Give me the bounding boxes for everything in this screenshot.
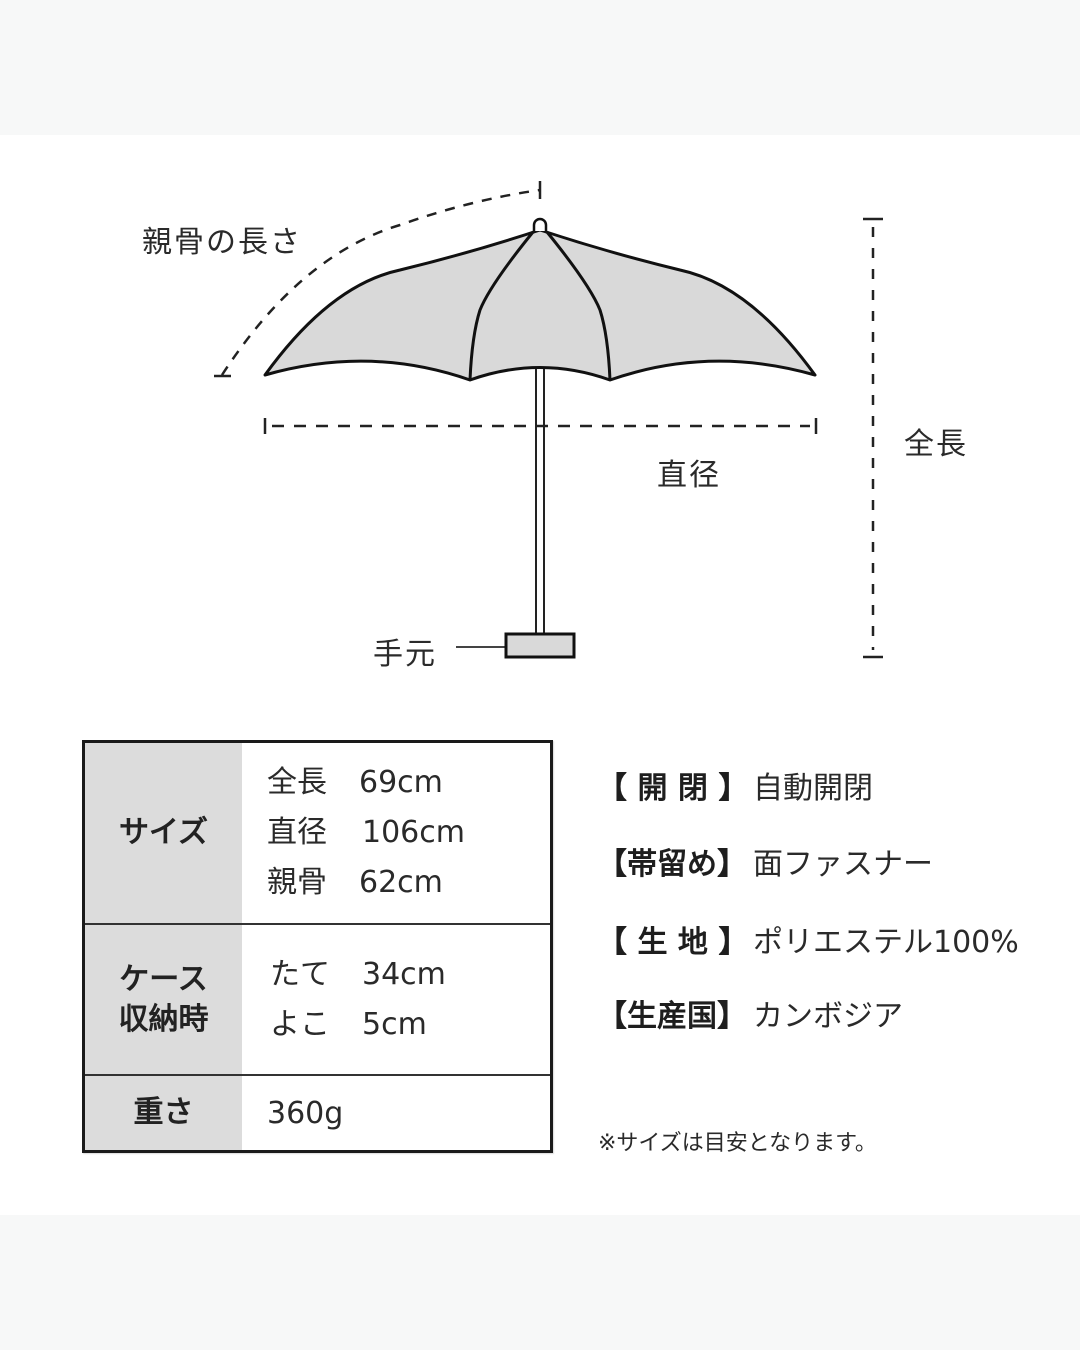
case-item: たて 34cm	[267, 950, 550, 1000]
size-item-value: 62cm	[359, 865, 443, 900]
attribute-key: 【帯留め】	[597, 847, 747, 882]
attribute-fabric: 【 生 地 】 ポリエステル100%	[597, 919, 1019, 960]
size-item-key: 全長	[267, 765, 327, 800]
attribute-value: カンボジア	[753, 999, 903, 1034]
row-header-weight: 重さ	[85, 1076, 242, 1150]
attribute-origin: 【生産国】 カンボジア	[597, 993, 903, 1034]
rib-length-dimension-line	[214, 181, 542, 378]
size-item: 親骨 62cm	[267, 858, 550, 908]
size-item-value: 106cm	[362, 815, 465, 850]
row-header-case-line: 収納時	[118, 1001, 209, 1037]
table-row-weight: 重さ 360g	[85, 1076, 550, 1150]
attribute-key: 【 生 地 】	[597, 925, 749, 960]
attribute-value: ポリエステル100%	[753, 925, 1019, 960]
attribute-value: 面ファスナー	[753, 847, 933, 882]
size-item-key: 親骨	[267, 865, 327, 900]
spec-table: サイズ 全長 69cm 直径 106cm 親骨 62cm ケース	[82, 740, 553, 1153]
row-body-weight: 360g	[242, 1076, 550, 1150]
case-item: よこ 5cm	[267, 1000, 550, 1050]
total-length-dimension-line	[863, 217, 883, 659]
row-header-case-line: ケース	[119, 961, 208, 997]
attribute-key: 【 開 閉 】	[597, 771, 749, 806]
attribute-open-close: 【 開 閉 】 自動開閉	[597, 765, 873, 806]
row-body-case: たて 34cm よこ 5cm	[242, 925, 550, 1074]
diameter-label: 直径	[657, 458, 721, 493]
size-item: 直径 106cm	[267, 808, 550, 858]
umbrella-shaft	[535, 364, 545, 636]
attribute-key: 【生産国】	[597, 999, 747, 1034]
table-row-size: サイズ 全長 69cm 直径 106cm 親骨 62cm	[85, 743, 550, 925]
umbrella-canopy	[263, 217, 817, 382]
table-row-case: ケース 収納時 たて 34cm よこ 5cm	[85, 925, 550, 1076]
row-body-size: 全長 69cm 直径 106cm 親骨 62cm	[242, 743, 550, 923]
row-header-size: サイズ	[85, 743, 242, 923]
size-disclaimer-note: ※サイズは目安となります。	[598, 1131, 877, 1156]
handle-label: 手元	[373, 637, 437, 672]
case-item-key: たて	[270, 956, 330, 992]
size-item-value: 69cm	[359, 765, 443, 800]
umbrella-handle	[456, 632, 576, 659]
weight-value: 360g	[267, 1095, 344, 1131]
attribute-value: 自動開閉	[753, 771, 873, 806]
row-header-case: ケース 収納時	[85, 925, 242, 1074]
size-item-key: 直径	[267, 815, 327, 850]
spec-panel: 親骨の長さ 直径 全長 手元 サイズ 全長 69cm 直径 106cm 親骨 6…	[0, 135, 1080, 1215]
total-length-label: 全長	[904, 427, 968, 462]
case-item-value: 34cm	[362, 956, 446, 992]
case-item-key: よこ	[270, 1006, 330, 1042]
diameter-dimension-line	[263, 418, 818, 434]
attribute-strap: 【帯留め】 面ファスナー	[597, 841, 933, 882]
umbrella-diagram	[214, 181, 883, 659]
case-item-value: 5cm	[362, 1006, 427, 1042]
rib-length-label: 親骨の長さ	[142, 225, 302, 260]
size-item: 全長 69cm	[267, 758, 550, 808]
